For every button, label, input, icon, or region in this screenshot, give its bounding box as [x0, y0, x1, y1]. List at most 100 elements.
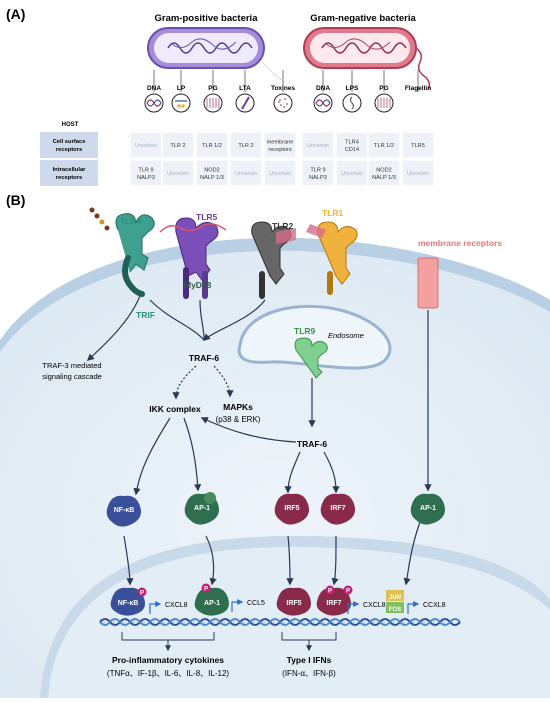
tlr9-receptor-icon — [294, 337, 328, 379]
traf6-lower-label: TRAF-6 — [297, 439, 327, 449]
cell-text: TLR 1/2 — [202, 143, 222, 149]
table-cell-pos-1-3: Uncetain — [229, 159, 263, 187]
output-brackets — [121, 632, 337, 652]
row-1-header-line2: receptors — [56, 175, 82, 181]
panel-a-label: (A) — [6, 6, 25, 22]
table-row-0-header: Cell surface receptors — [40, 132, 98, 158]
mapks-label-line2: (p38 & ERK) — [216, 415, 261, 424]
cell-text: Uncetain — [407, 171, 429, 177]
gram-negative-component-3-label: Flagellin — [405, 85, 431, 92]
nuclear-ap1-label: AP-1 — [204, 600, 220, 607]
tf-ap1-label: AP-1 — [194, 505, 210, 512]
row-0-header-line2: receptors — [56, 147, 82, 153]
cell-text: TLR 2 — [238, 143, 253, 149]
host-label: HOST — [62, 122, 79, 128]
tlr1-label: TLR1 — [322, 208, 344, 218]
gene-cxcl8-1: CXCL8 — [165, 602, 188, 609]
gram-negative-component-1-label: LPS — [346, 85, 359, 92]
phospho-2-icon: P — [325, 585, 335, 595]
cell-text: NALP 1/3 — [372, 175, 396, 181]
gram-positive-component-2-icon — [203, 70, 223, 113]
table-cell-pos-0-2: TLR 1/2 — [195, 131, 229, 159]
tf-ap1-right-label: AP-1 — [420, 505, 436, 512]
cell-text: Uncetain — [307, 143, 329, 149]
tlr2-receptor-icon — [251, 221, 296, 299]
tf-ap1-blob-icon — [184, 492, 219, 525]
cell-text: Uncetain — [341, 171, 363, 177]
table-cell-pos-0-0: Uncetain — [129, 131, 163, 159]
gram-negative-component-1-icon — [342, 70, 362, 113]
tlr4-label: TLR4 — [120, 216, 142, 226]
gram-positive-component-2-label: PG — [208, 85, 217, 92]
cell-text: TLR 2 — [170, 143, 185, 149]
ikk-complex-label: IKK complex — [149, 404, 201, 414]
table-cell-pos-1-4: Uncetain — [263, 159, 297, 187]
phospho-1-icon: P — [201, 583, 211, 593]
tlr1-receptor-icon — [306, 221, 358, 295]
gram-positive-bacterium-icon — [147, 27, 265, 69]
gram-negative-component-0-icon — [313, 70, 333, 113]
nuclear-irf7-label: IRF7 — [326, 600, 341, 607]
table-cell-pos-0-3: TLR 2 — [229, 131, 263, 159]
nuclear-irf7-blob-icon — [316, 587, 351, 616]
table-cell-neg-1-3: Uncetain — [401, 159, 435, 187]
gram-positive-component-0-icon — [144, 70, 164, 113]
cell-text: Uncetain — [135, 143, 157, 149]
gram-negative-title: Gram-negative bacteria — [310, 13, 416, 24]
traf6-upper-label: TRAF-6 — [189, 353, 219, 363]
gram-negative-bacterium-icon — [303, 27, 431, 91]
mapks-label-line1: MAPKs — [223, 402, 253, 412]
nuclear-nfkb-blob-icon — [110, 587, 145, 616]
gram-positive-component-4-label: Toxines — [271, 85, 295, 92]
cell-text: CD14 — [345, 147, 359, 153]
gene-arrows — [149, 599, 420, 614]
nuclear-nfkb-label: NF-κB — [118, 600, 139, 607]
panel-b-label: (B) — [6, 192, 25, 208]
endosome-label: Endosome — [328, 331, 364, 340]
table-cell-neg-0-2: TLR 1/2 — [367, 131, 401, 159]
cell-text: TLR4 — [345, 139, 359, 145]
endosome-icon — [237, 304, 392, 370]
traf3-label-line2: signaling cascade — [42, 372, 102, 381]
table-cell-pos-0-1: TLR 2 — [161, 131, 195, 159]
cell-text: Uncetain — [167, 171, 189, 177]
tlr5-receptor-icon — [159, 217, 227, 299]
gram-negative-component-0-label: DNA — [316, 85, 330, 92]
cell-text: receptors — [268, 147, 292, 153]
phospho-3-icon: P — [343, 585, 353, 595]
tlr4-receptor-icon — [89, 207, 155, 297]
proinflammatory-title: Pro-inflammatory cytokines — [112, 655, 224, 665]
traf3-label-line1: TRAF-3 mediated — [42, 361, 101, 370]
gram-positive-component-1-icon — [171, 70, 191, 113]
nuclear-irf5-blob-icon — [276, 587, 311, 616]
toxines-icon — [261, 61, 293, 113]
tf-ap1-right-blob-icon — [410, 493, 445, 525]
jun-box — [386, 590, 404, 601]
cell-text: NALP 1/3 — [200, 175, 224, 181]
signaling-arrows — [86, 295, 432, 586]
gram-positive-title: Gram-positive bacteria — [155, 13, 259, 24]
gram-negative-component-2-icon — [374, 70, 394, 113]
gram-positive-component-3-icon — [235, 70, 255, 113]
tf-nfkb-label: NF-κB — [114, 507, 135, 514]
cell-text: Uncetain — [269, 171, 291, 177]
row-0-header-line1: Cell surface — [53, 139, 87, 145]
phospho-2-label: P — [328, 589, 332, 595]
ifn-list: (IFN-α、IFN-β) — [282, 669, 336, 678]
table-cell-pos-1-1: Uncetain — [161, 159, 195, 187]
cell-text: TLR 9 — [310, 167, 325, 173]
gene-ccxl8: CCXL8 — [423, 602, 446, 609]
fos-box — [386, 602, 404, 613]
dna-helix-icon — [99, 618, 461, 626]
cell-text: TLR5 — [411, 143, 425, 149]
table-cell-neg-0-0: Uncetain — [301, 131, 335, 159]
tlr9-label: TLR9 — [294, 326, 316, 336]
